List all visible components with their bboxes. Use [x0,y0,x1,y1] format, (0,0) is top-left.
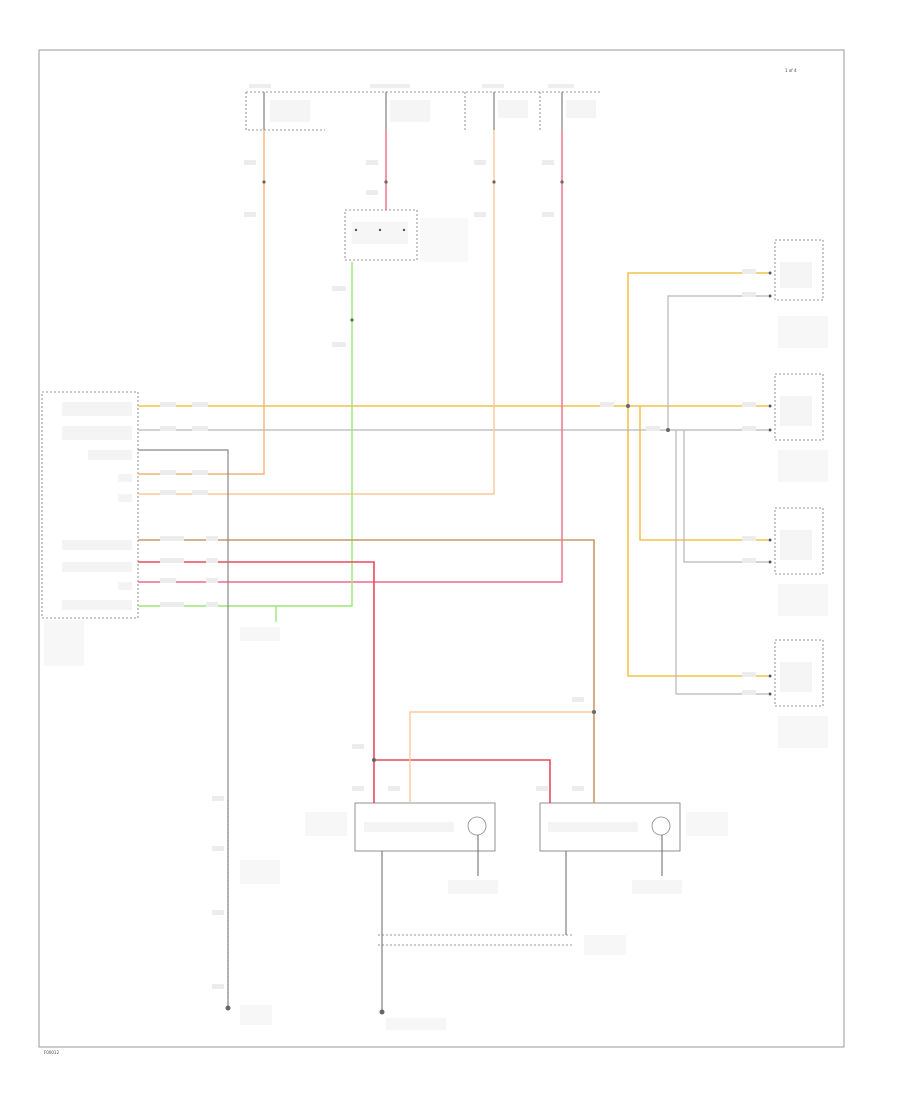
relay-box [344,209,468,262]
wire-bottom-grounds [378,851,572,1012]
wire-light-orange [409,711,594,803]
right-door-module [539,802,728,894]
diagram-frame [38,49,845,1048]
wire-gray [138,295,768,695]
actuator-3 [774,507,828,616]
actuator-1 [774,239,828,348]
page-mark: 1 of 4 [785,68,797,73]
wire-yellow [138,272,768,677]
wire-green [138,262,353,622]
wire-brown [138,539,595,803]
footer-code: F00012 [44,1050,59,1055]
wire-red [138,561,551,803]
wire-tags [160,160,756,989]
control-module [41,391,139,666]
actuator-4 [774,639,828,748]
wire-ground [138,449,229,1010]
wire-orange [138,130,495,495]
actuator-2 [774,373,828,482]
connector-pins [768,271,772,696]
left-door-module [305,802,498,894]
splice-nodes [225,180,670,1015]
wire-pink [138,130,563,583]
fuse-block [245,84,600,131]
